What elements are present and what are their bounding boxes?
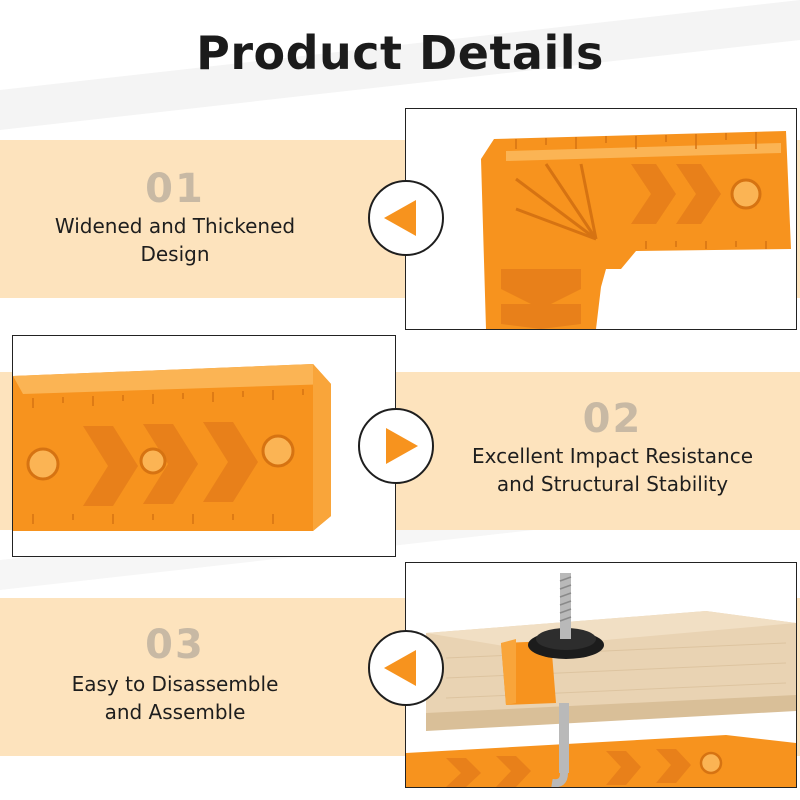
right-arrow-button-2 bbox=[358, 408, 434, 484]
product-photo-ruler-side bbox=[12, 335, 396, 557]
left-arrow-icon bbox=[384, 650, 416, 686]
feature-line1-2: Excellent Impact Resistance bbox=[471, 444, 753, 468]
left-arrow-button-3 bbox=[368, 630, 444, 706]
left-arrow-icon bbox=[384, 200, 416, 236]
feature-line2-2: and Structural Stability bbox=[496, 472, 729, 496]
feature-line2-1: Design bbox=[140, 242, 210, 266]
feature-number-1: 01 bbox=[145, 166, 205, 212]
left-arrow-button-1 bbox=[368, 180, 444, 256]
feature-number-3: 03 bbox=[145, 622, 205, 668]
feature-line2-3: and Assemble bbox=[104, 700, 246, 724]
feature-text-3: 03 Easy to Disassemble and Assemble bbox=[40, 598, 310, 756]
page-title: Product Details bbox=[196, 26, 604, 80]
feature-number-2: 02 bbox=[582, 396, 643, 442]
feature-text-1: 01 Widened and Thickened Design bbox=[40, 140, 310, 298]
feature-line1-3: Easy to Disassemble bbox=[71, 672, 279, 696]
feature-line1-1: Widened and Thickened bbox=[54, 214, 296, 238]
feature-text-2: 02 Excellent Impact Resistance and Struc… bbox=[440, 372, 785, 530]
right-arrow-icon bbox=[386, 428, 418, 464]
product-photo-corner-ruler bbox=[405, 108, 797, 330]
product-photo-clamp-assembly bbox=[405, 562, 797, 788]
